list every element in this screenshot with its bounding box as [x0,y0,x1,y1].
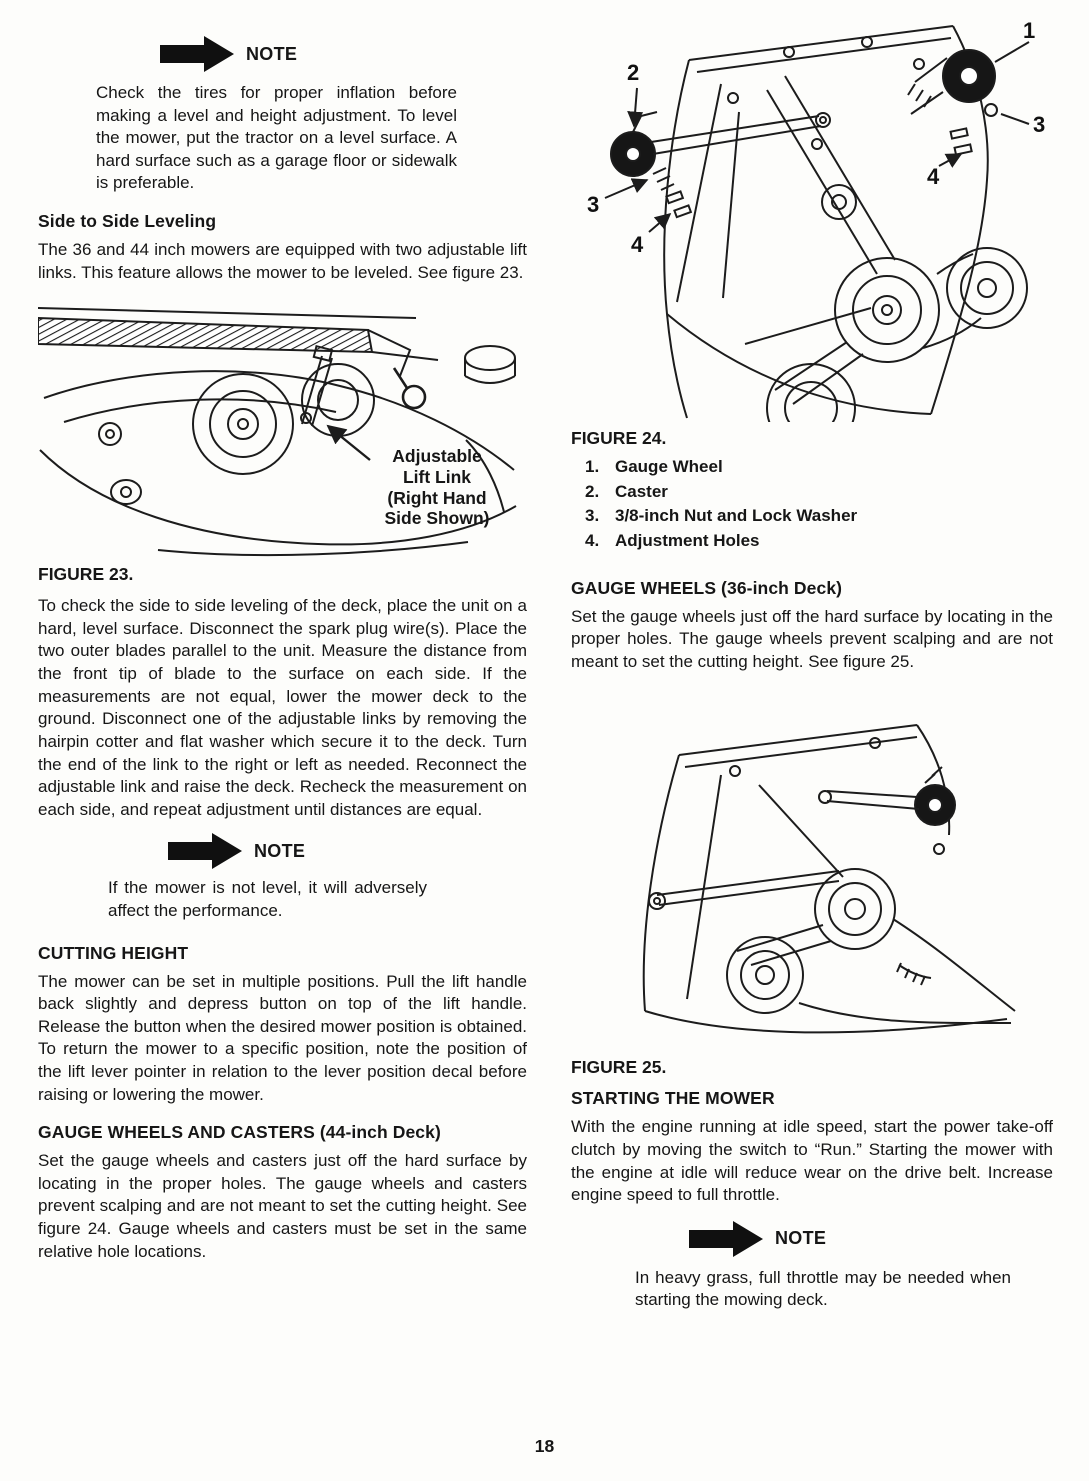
figure-23: Adjustable Lift Link (Right Hand Side Sh… [38,300,527,558]
figure-24-callout-4-left: 4 [631,232,644,257]
legend-label: Caster [615,481,668,501]
legend-label: Gauge Wheel [615,457,723,476]
cutting-height-text: The mower can be set in multiple positio… [38,971,527,1104]
figure-25-caption: FIGURE 25. [571,1057,667,1078]
legend-item: 1. Gauge Wheel [585,455,1053,480]
note-label: NOTE [246,43,298,64]
figure-23-drawing [38,307,517,557]
note-callout-top: NOTE [160,36,527,72]
two-column-layout: NOTE Check the tires for proper inflatio… [38,12,1053,1328]
note-arrow-icon [168,833,242,870]
figure-24-callout-1: 1 [1023,18,1035,43]
gauge-wheels-36-text: Set the gauge wheels just off the hard s… [571,606,1053,671]
starting-mower-text: With the engine running at idle speed, s… [571,1117,1053,1205]
note-top-text: Check the tires for proper inflation bef… [96,83,457,193]
legend-number: 2. [585,481,600,501]
figure-25 [587,713,1053,1043]
gauge-wheels-casters-text: Set the gauge wheels and casters just of… [38,1151,527,1261]
note-level-text: If the mower is not level, it will adver… [108,878,427,920]
figure-23-callout-label: Adjustable Lift Link (Right Hand Side Sh… [384,446,490,529]
figure-24-drawing: 1 2 3 4 3 4 [587,18,1045,422]
figure-24-callout-3-left: 3 [587,192,599,217]
note-throttle-text: In heavy grass, full throttle may be nee… [635,1267,1011,1310]
page-number: 18 [534,1436,555,1456]
left-column: NOTE Check the tires for proper inflatio… [38,12,527,1328]
figure-24-callout-2: 2 [627,60,639,85]
figure-25-drawing [642,724,1016,1034]
leveling-procedure-text: To check the side to side leveling of th… [38,596,527,819]
note-label: NOTE [775,1228,827,1249]
note-callout-level: NOTE [168,833,527,870]
figure-24: 1 2 3 4 3 4 [571,12,1053,422]
figure-24-callout-3-right: 3 [1033,112,1045,137]
side-leveling-text: The 36 and 44 inch mowers are equipped w… [38,240,527,282]
note-label: NOTE [254,840,306,861]
heading-cutting-height: CUTTING HEIGHT [38,942,189,963]
note-arrow-icon [689,1220,763,1257]
note-callout-throttle: NOTE [689,1220,1053,1257]
figure-24-caption: FIGURE 24. [571,428,667,448]
heading-gauge-wheels-36: GAUGE WHEELS (36-inch Deck) [571,577,843,598]
note-arrow-icon [160,36,234,72]
heading-side-to-side-leveling: Side to Side Leveling [38,211,217,232]
legend-item: 4. Adjustment Holes [585,529,1053,554]
legend-label: 3/8-inch Nut and Lock Washer [615,506,858,526]
figure-23-caption: FIGURE 23. [38,564,134,585]
legend-number: 3. [585,506,600,526]
heading-gauge-wheels-casters: GAUGE WHEELS AND CASTERS (44-inch Deck) [38,1122,441,1143]
figure-24-legend: 1. Gauge Wheel 2. Caster 3. 3/8-inch Nut… [585,455,1053,554]
legend-item: 2. Caster [585,480,1053,505]
legend-item: 3. 3/8-inch Nut and Lock Washer [585,504,1053,529]
legend-label: Adjustment Holes [615,530,760,550]
heading-starting-the-mower: STARTING THE MOWER [571,1088,775,1109]
right-column: 1 2 3 4 3 4 FIGURE 24. 1. Gauge Wheel 2. [571,12,1053,1328]
legend-number: 4. [585,530,600,550]
legend-number: 1. [585,457,600,476]
figure-24-callout-4-right: 4 [927,164,940,189]
